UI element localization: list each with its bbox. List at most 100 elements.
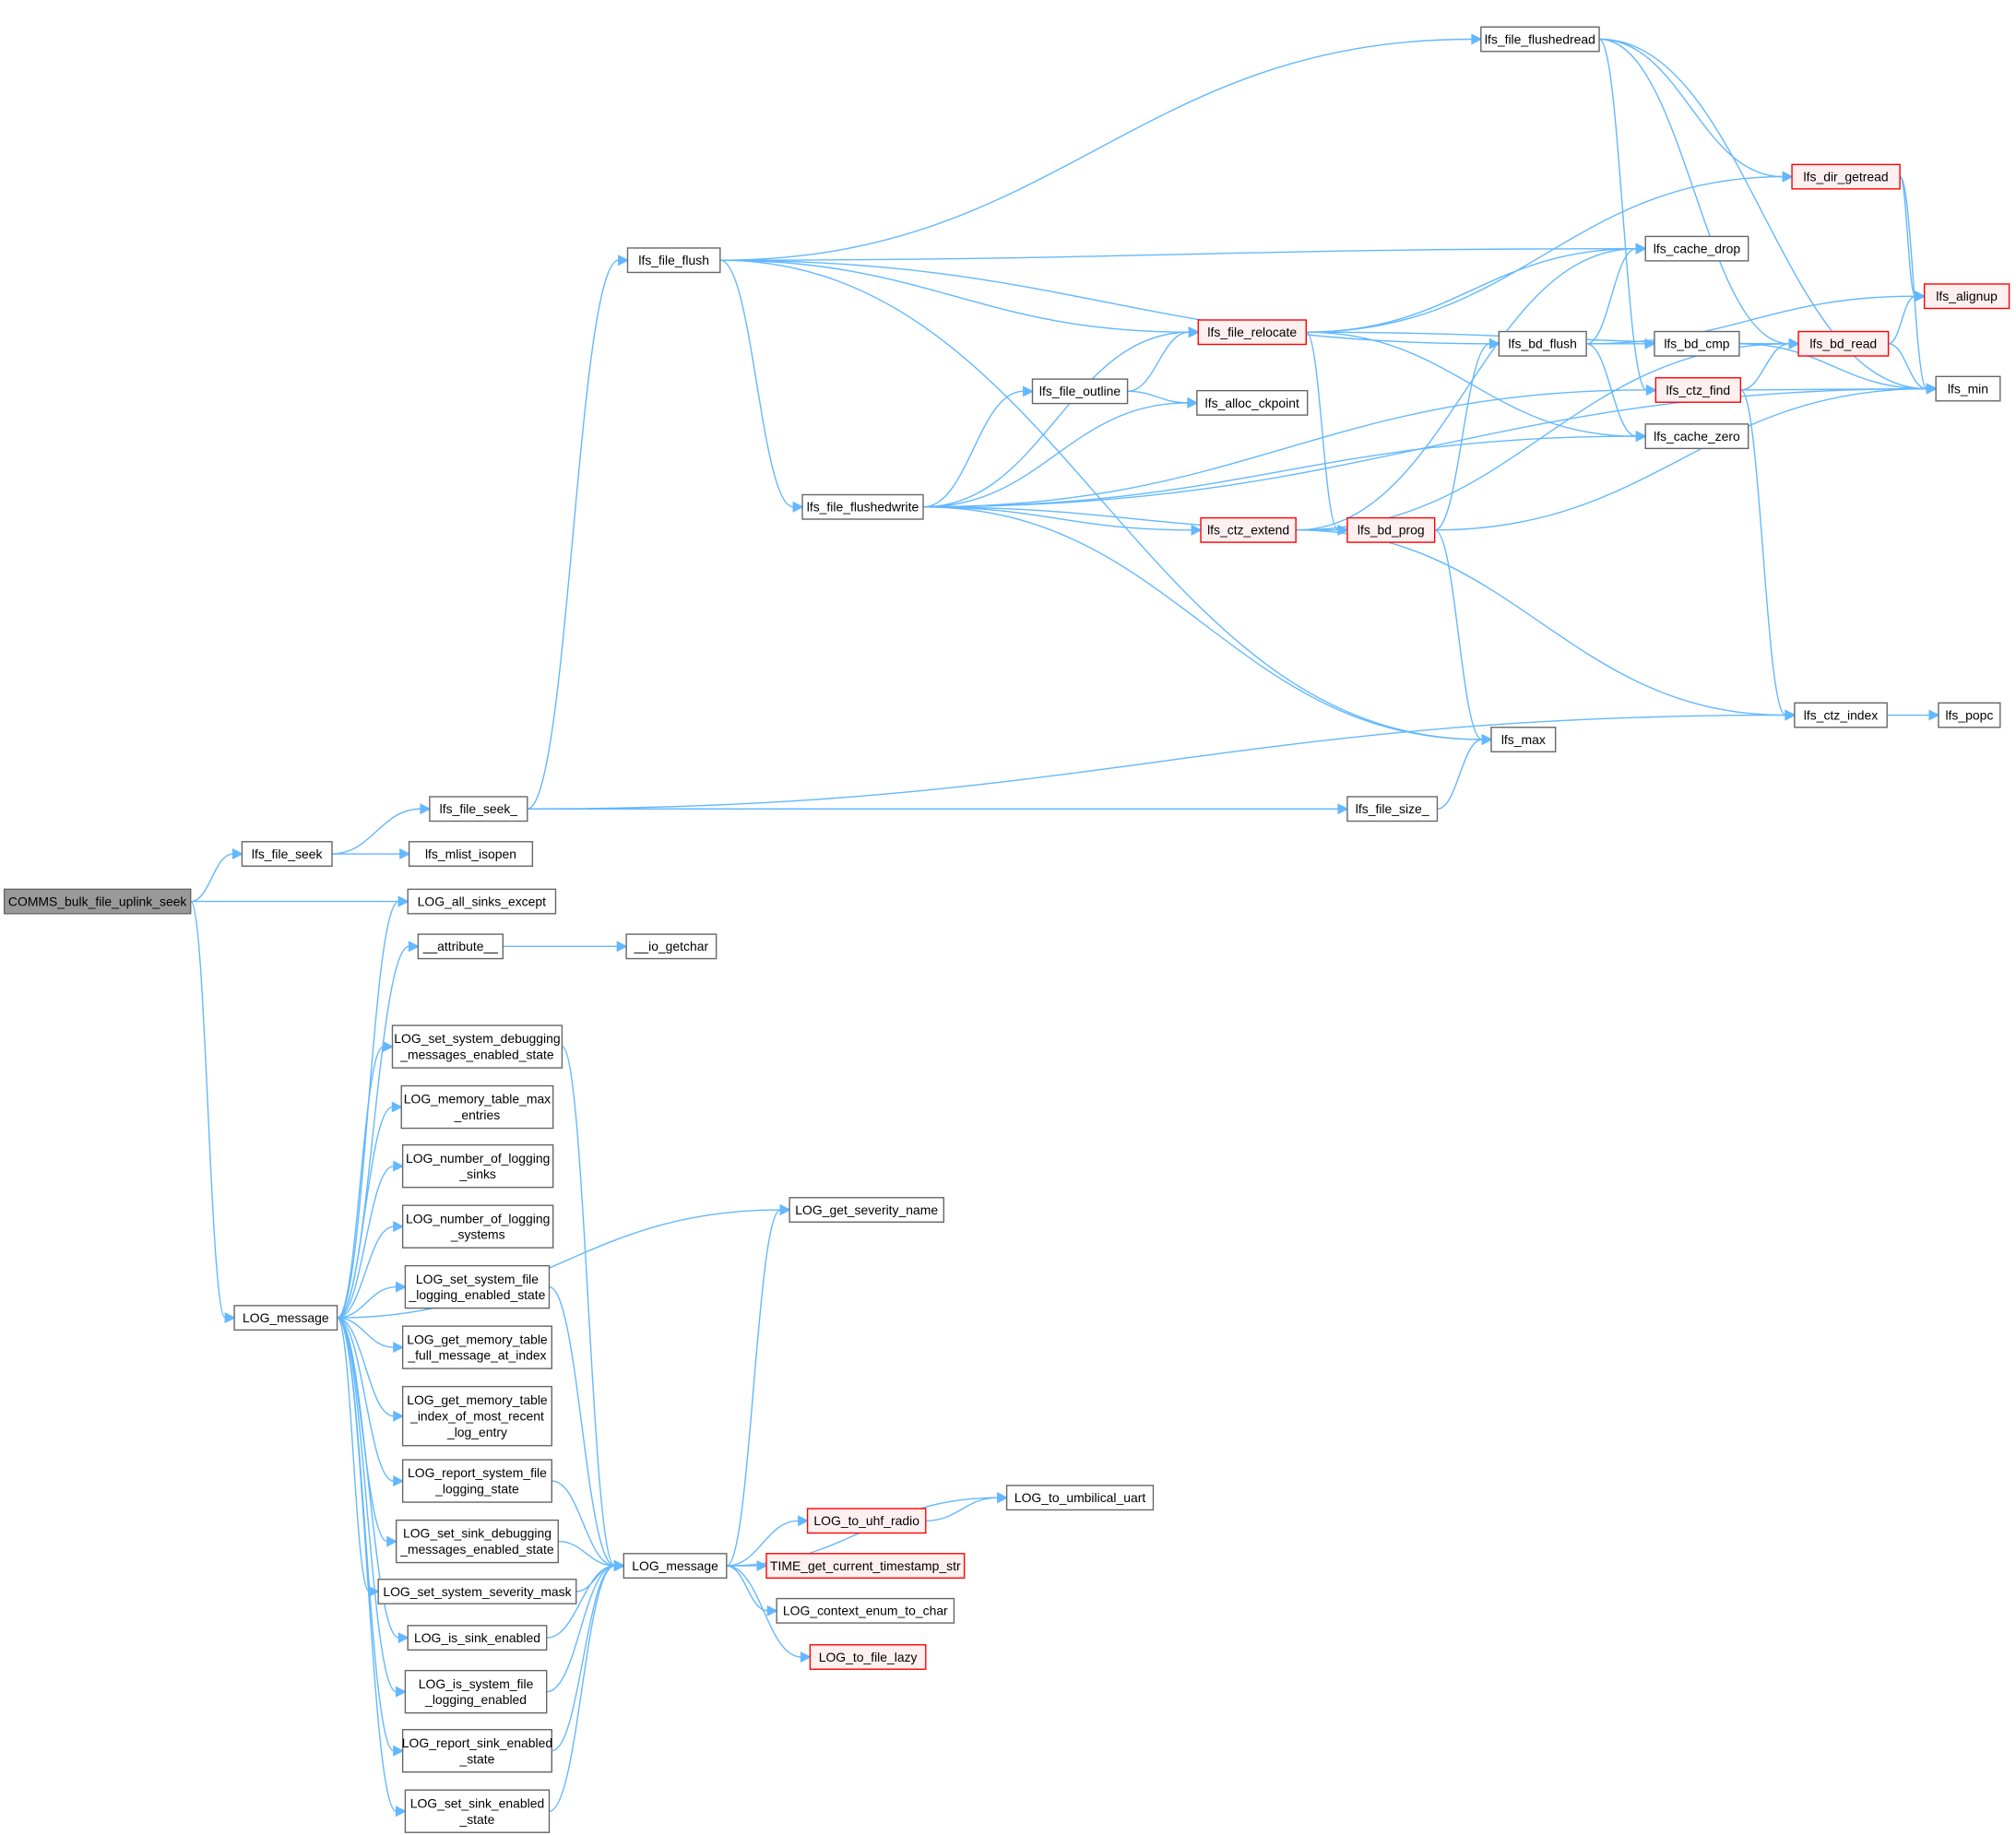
node-lfs_cache_drop[interactable]: lfs_cache_drop <box>1644 235 1749 262</box>
node-timestamp[interactable]: TIME_get_current_timestamp_str <box>765 1553 966 1579</box>
node-lfs_ctz_find[interactable]: lfs_ctz_find <box>1654 377 1742 403</box>
node-uhf[interactable]: LOG_to_uhf_radio <box>806 1508 927 1534</box>
node-label: LOG_message <box>632 1558 718 1573</box>
arrowhead-icon <box>393 1410 405 1422</box>
node-set_sev_mask[interactable]: LOG_set_system_severity_mask <box>377 1578 577 1604</box>
arrowhead-icon <box>616 941 628 953</box>
node-get_recent[interactable]: LOG_get_memory_table_index_of_most_recen… <box>401 1385 552 1447</box>
node-umbilical[interactable]: LOG_to_umbilical_uart <box>1005 1485 1155 1511</box>
node-report_sink[interactable]: LOG_report_sink_enabled_state <box>402 1729 552 1773</box>
arrowhead-icon <box>391 1101 403 1113</box>
node-lfs_file_size_[interactable]: lfs_file_size_ <box>1346 796 1439 823</box>
node-lfs_bd_prog[interactable]: lfs_bd_prog <box>1346 516 1436 543</box>
edge-lfs_file_flushedwrite-to-lfs_file_outline <box>923 385 1035 508</box>
arrowhead-icon <box>399 848 411 860</box>
node-lfs_alignup[interactable]: lfs_alignup <box>1923 283 2010 310</box>
node-lfs_dir_getread[interactable]: lfs_dir_getread <box>1791 163 1901 190</box>
node-lfs_min[interactable]: lfs_min <box>1935 375 2001 402</box>
node-ctx_enum[interactable]: LOG_context_enum_to_char <box>776 1597 955 1624</box>
node-lfs_popc[interactable]: lfs_popc <box>1938 702 2001 728</box>
edge-lfs_file_outline-to-lfs_file_relocate <box>1127 326 1200 393</box>
node-num_systems[interactable]: LOG_number_of_logging_systems <box>401 1204 554 1249</box>
node-is_sys_file[interactable]: LOG_is_system_file_logging_enabled <box>404 1669 548 1714</box>
node-label: lfs_file_seek <box>252 846 323 861</box>
arrowhead-icon <box>1023 385 1035 397</box>
node-label: LOG_memory_table_max <box>404 1092 551 1107</box>
edge-lfs_file_flushedread-to-lfs_bd_read <box>1599 38 1800 349</box>
edge-log_msg_l-to-report_sys_file <box>337 1317 405 1487</box>
node-lfs_file_flushedread[interactable]: lfs_file_flushedread <box>1480 26 1600 53</box>
node-report_sys_file[interactable]: LOG_report_system_file_logging_state <box>401 1459 552 1503</box>
node-lfs_file_relocate[interactable]: lfs_file_relocate <box>1197 319 1308 346</box>
edge-uhf-to-umbilical <box>925 1492 1009 1521</box>
node-lfs_file_seek[interactable]: lfs_file_seek <box>241 841 333 867</box>
node-label: lfs_max <box>1501 732 1546 747</box>
node-label: lfs_ctz_extend <box>1207 523 1289 538</box>
node-label: LOG_number_of_logging <box>406 1211 550 1225</box>
edge-lfs_file_seek-to-lfs_mlist_isopen <box>331 848 411 860</box>
node-log_msg_r[interactable]: LOG_message <box>623 1553 728 1579</box>
node-num_sinks[interactable]: LOG_number_of_logging_sinks <box>401 1143 554 1189</box>
edge-lfs_file_seek_-to-lfs_file_flush <box>527 255 630 810</box>
node-lfs_ctz_index[interactable]: lfs_ctz_index <box>1794 702 1888 728</box>
node-label: LOG_is_sink_enabled <box>414 1630 540 1645</box>
node-label: lfs_mlist_isopen <box>425 846 516 861</box>
node-log_all_sinks_except[interactable]: LOG_all_sinks_except <box>407 888 557 915</box>
node-lfs_bd_cmp[interactable]: lfs_bd_cmp <box>1654 330 1740 357</box>
node-lfs_file_flushedwrite[interactable]: lfs_file_flushedwrite <box>801 493 924 520</box>
arrowhead-icon <box>1782 171 1794 183</box>
node-is_sink_enabled[interactable]: LOG_is_sink_enabled <box>407 1625 548 1652</box>
edge-log_msg_r-to-get_sev_name <box>726 1204 791 1567</box>
node-label: lfs_file_seek_ <box>440 801 518 816</box>
edges-layer <box>190 33 1940 1817</box>
node-label: _log_entry <box>446 1425 507 1439</box>
node-lfs_cache_zero[interactable]: lfs_cache_zero <box>1644 423 1749 450</box>
node-root[interactable]: COMMS_bulk_file_uplink_seek <box>3 888 192 915</box>
node-label: LOG_get_severity_name <box>795 1202 938 1217</box>
node-label: lfs_bd_cmp <box>1664 337 1729 351</box>
node-file_lazy[interactable]: LOG_to_file_lazy <box>809 1644 927 1670</box>
edge-log_msg_l-to-is_sys_file <box>337 1317 407 1698</box>
arrowhead-icon <box>408 941 420 953</box>
node-set_sys_file[interactable]: LOG_set_system_file_logging_enabled_stat… <box>404 1264 551 1309</box>
node-lfs_bd_flush[interactable]: lfs_bd_flush <box>1498 330 1587 357</box>
node-lfs_file_seek_[interactable]: lfs_file_seek_ <box>429 796 528 823</box>
edge-lfs_dir_getread-to-lfs_alignup <box>1899 175 1927 302</box>
edge-lfs_file_seek-to-lfs_file_seek_ <box>331 803 432 855</box>
node-label: _index_of_most_recent <box>409 1409 544 1424</box>
arrowhead-icon <box>1481 733 1493 745</box>
node-get_full_msg[interactable]: LOG_get_memory_table_full_message_at_ind… <box>401 1325 552 1369</box>
node-attribute[interactable]: __attribute__ <box>417 933 504 960</box>
edge-lfs_ctz_find-to-lfs_ctz_index <box>1739 389 1797 721</box>
node-log_msg_l[interactable]: LOG_message <box>233 1305 338 1332</box>
arrowhead-icon <box>395 1281 407 1293</box>
node-label: lfs_alignup <box>1936 289 1998 303</box>
node-mem_max[interactable]: LOG_memory_table_max_entries <box>400 1084 554 1130</box>
arrowhead-icon <box>800 1651 812 1663</box>
node-set_sys_dbg[interactable]: LOG_set_system_debugging_messages_enable… <box>391 1024 563 1069</box>
arrowhead-icon <box>613 1560 625 1572</box>
arrowhead-icon <box>386 1535 398 1547</box>
node-set_sink[interactable]: LOG_set_sink_enabled_state <box>404 1789 551 1833</box>
node-lfs_ctz_extend[interactable]: lfs_ctz_extend <box>1200 516 1297 543</box>
node-lfs_bd_read[interactable]: lfs_bd_read <box>1797 330 1890 357</box>
node-label: _state <box>458 1751 494 1766</box>
edge-log_msg_l-to-mem_max <box>337 1101 403 1319</box>
node-io_getchar[interactable]: __io_getchar <box>625 933 717 960</box>
node-set_sink_dbg[interactable]: LOG_set_sink_debugging_messages_enabled_… <box>395 1519 559 1564</box>
edge-root-to-log_all_sinks_except <box>190 895 409 907</box>
node-label: LOG_set_system_file <box>416 1272 539 1286</box>
node-label: lfs_file_outline <box>1039 384 1121 398</box>
arrowhead-icon <box>231 848 243 860</box>
node-get_sev_name[interactable]: LOG_get_severity_name <box>789 1197 945 1223</box>
node-lfs_alloc_ckpoint[interactable]: lfs_alloc_ckpoint <box>1196 389 1309 416</box>
node-lfs_max[interactable]: lfs_max <box>1490 727 1557 752</box>
arrowhead-icon <box>1337 803 1349 815</box>
edge-log_msg_l-to-set_sys_dbg <box>337 1041 395 1319</box>
node-label: lfs_file_relocate <box>1207 325 1297 339</box>
edge-log_msg_l-to-get_recent <box>337 1317 405 1422</box>
node-lfs_mlist_isopen[interactable]: lfs_mlist_isopen <box>408 841 534 867</box>
node-lfs_file_flush[interactable]: lfs_file_flush <box>626 247 721 274</box>
node-lfs_file_outline[interactable]: lfs_file_outline <box>1031 378 1129 405</box>
